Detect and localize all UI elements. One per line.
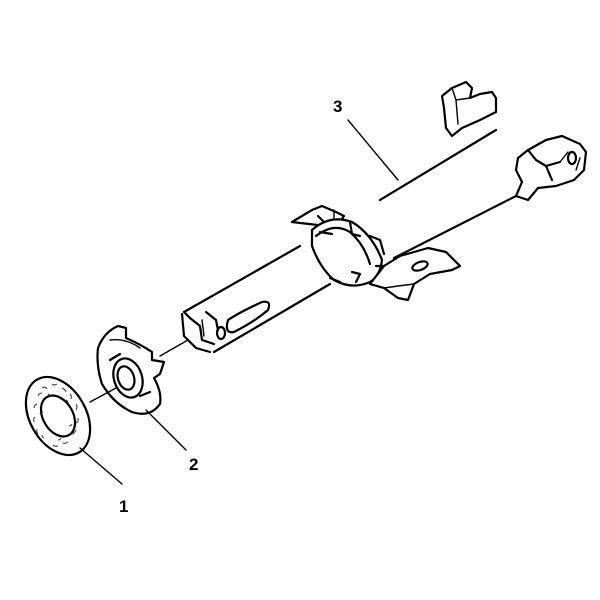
callout-1-label: 1: [119, 497, 128, 516]
washer-texture: [33, 383, 79, 447]
rear-upper-bracket: [440, 80, 498, 138]
lower-mounting-bracket: [368, 246, 462, 302]
washer-seal: 1: [24, 375, 128, 516]
assembly-axis-2-3: [159, 339, 189, 357]
mid-collar: [290, 204, 388, 287]
assembly-axis-1-2: [89, 387, 117, 403]
callout-2-label: 2: [189, 455, 198, 474]
rear-right-bracket: [514, 134, 588, 202]
callout-3-leader: [347, 119, 399, 181]
bearing-retainer: 2: [89, 324, 198, 474]
callout-1-leader: [79, 447, 123, 485]
column-tube: [180, 128, 518, 354]
callout-3-label: 3: [333, 97, 342, 116]
callout-2-leader: [145, 409, 187, 451]
column-jacket: 3: [180, 80, 588, 354]
